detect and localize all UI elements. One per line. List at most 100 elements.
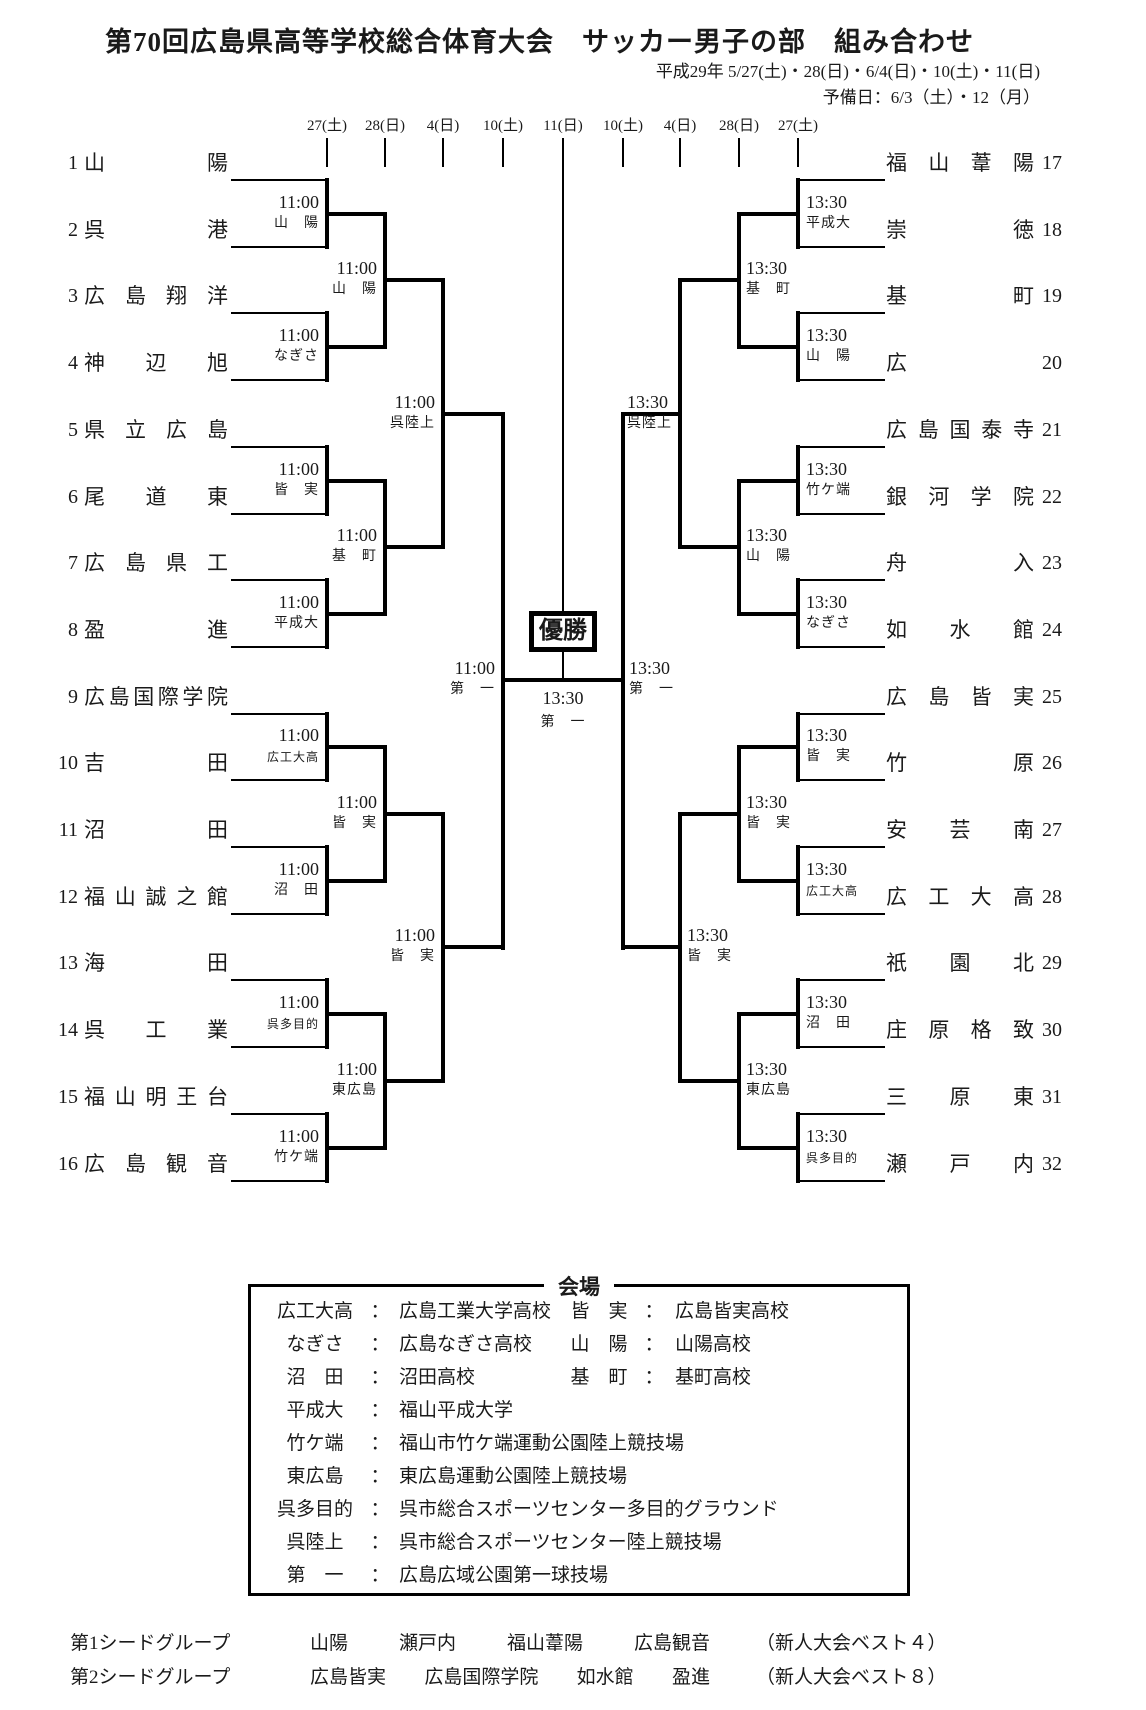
bracket-line [231,979,328,981]
bracket-line [737,345,800,349]
bracket-line [797,913,885,915]
match-venue: 沼 田 [274,883,319,898]
match-venue: 東広島 [332,1083,377,1098]
page-title: 第70回広島県高等学校総合体育大会 サッカー男子の部 組み合わせ [105,27,974,57]
team-number: 8 [68,619,78,641]
team-name: 広島観音 [84,1152,228,1176]
team-name: 山陽 [84,151,228,175]
team-name: 県立広島 [84,418,228,442]
match-venue: 広工大高 [806,884,859,898]
bracket-line [797,513,885,515]
bracket-line [325,1012,387,1016]
date-label: 10(土) [483,118,523,134]
colon: ： [644,1367,664,1388]
venue-name: 広島工業大学高校 [399,1301,552,1322]
team-number: 3 [68,285,78,307]
bracket-line [231,312,328,314]
venue-name: 広島広域公園第一球技場 [399,1565,609,1586]
match-time: 13:30 [746,525,788,545]
venue-name: 広島皆実高校 [675,1301,790,1322]
bracket-line [737,212,800,216]
match-venue: 皆 実 [274,483,319,498]
seed-group-label: 第2シードグループ [70,1667,231,1688]
team-number: 20 [1042,352,1062,374]
team-name: 庄原格致 [886,1018,1034,1042]
venue-name: 基町高校 [675,1367,752,1388]
bracket-line [797,312,885,314]
match-time: 11:00 [278,1126,319,1146]
bracket-line [737,1012,800,1016]
match-time: 11:00 [394,392,435,412]
team-name: 広島翔洋 [84,284,228,308]
match-time: 13:30 [806,325,848,345]
seed-row: 第2シードグループ広島皆実広島国際学院如水館盈進（新人大会ベスト８） [70,1662,1050,1689]
team-number: 24 [1042,619,1062,641]
match-venue: 第 一 [629,682,674,697]
team-name: 崇徳 [886,218,1034,242]
bracket-line [231,246,328,248]
match-time: 11:00 [394,925,435,945]
bracket-line [231,779,328,781]
seed-team: 広島皆実 [310,1667,387,1688]
team-number: 2 [68,219,78,241]
date-label: 10(土) [603,118,643,134]
bracket-line [797,1180,885,1182]
match-venue: 平成大 [806,216,851,231]
team-number: 17 [1042,152,1062,174]
team-number: 29 [1042,952,1062,974]
seed-team-list: 山陽瀬戸内福山葦陽広島観音 [310,1628,710,1655]
bracket-line [325,879,387,883]
team-number: 14 [58,1019,78,1041]
match-time: 11:00 [454,658,495,678]
team-name: 祇園北 [886,951,1034,975]
venue-legend-title: 会場 [544,1271,614,1301]
match-time: 11:00 [278,459,319,479]
venue-abbr: なぎさ [286,1334,344,1355]
bracket-line [737,479,800,483]
bracket-line [231,913,328,915]
match-time: 11:00 [336,258,377,278]
bracket-line [441,412,505,416]
team-name: 広島県工 [84,551,228,575]
team-number: 21 [1042,419,1062,441]
bracket-line [797,246,885,248]
team-name: 広島国泰寺 [886,418,1034,442]
team-number: 10 [58,752,78,774]
venue-abbr: 平成大 [286,1400,344,1421]
bracket-line [231,379,328,381]
match-time: 13:30 [746,258,788,278]
match-venue: 皆 実 [390,949,435,964]
colon: ： [370,1367,390,1388]
bracket-line [231,446,328,448]
bracket-line [562,138,564,612]
bracket-line [621,412,682,416]
match-venue: 山 陽 [274,216,319,231]
bracket-line [797,446,885,448]
bracket-line [797,979,885,981]
team-number: 9 [68,686,78,708]
seed-team: 山陽 [310,1633,349,1654]
seed-team: 盈進 [671,1667,710,1688]
bracket-line [231,846,328,848]
venue-name: 福山市竹ケ端運動公園陸上競技場 [399,1433,685,1454]
team-name: 盈進 [84,618,228,642]
team-name: 舟入 [886,551,1034,575]
venue-name: 沼田高校 [399,1367,476,1388]
match-venue: 呉陸上 [627,416,672,431]
team-name: 基町 [886,284,1034,308]
bracket-line [383,812,445,816]
team-number: 4 [68,352,78,374]
bracket-line [797,779,885,781]
bracket-line [797,713,885,715]
bracket-line [737,612,800,616]
match-venue: 基 町 [332,549,377,564]
team-name: 福山誠之館 [84,885,228,909]
bracket-line [384,138,386,167]
team-name: 広工大高 [886,885,1034,909]
team-number: 26 [1042,752,1062,774]
team-number: 31 [1042,1086,1062,1108]
bracket-line [622,138,624,167]
colon: ： [370,1565,390,1586]
match-time: 11:00 [278,325,319,345]
team-number: 32 [1042,1153,1062,1175]
